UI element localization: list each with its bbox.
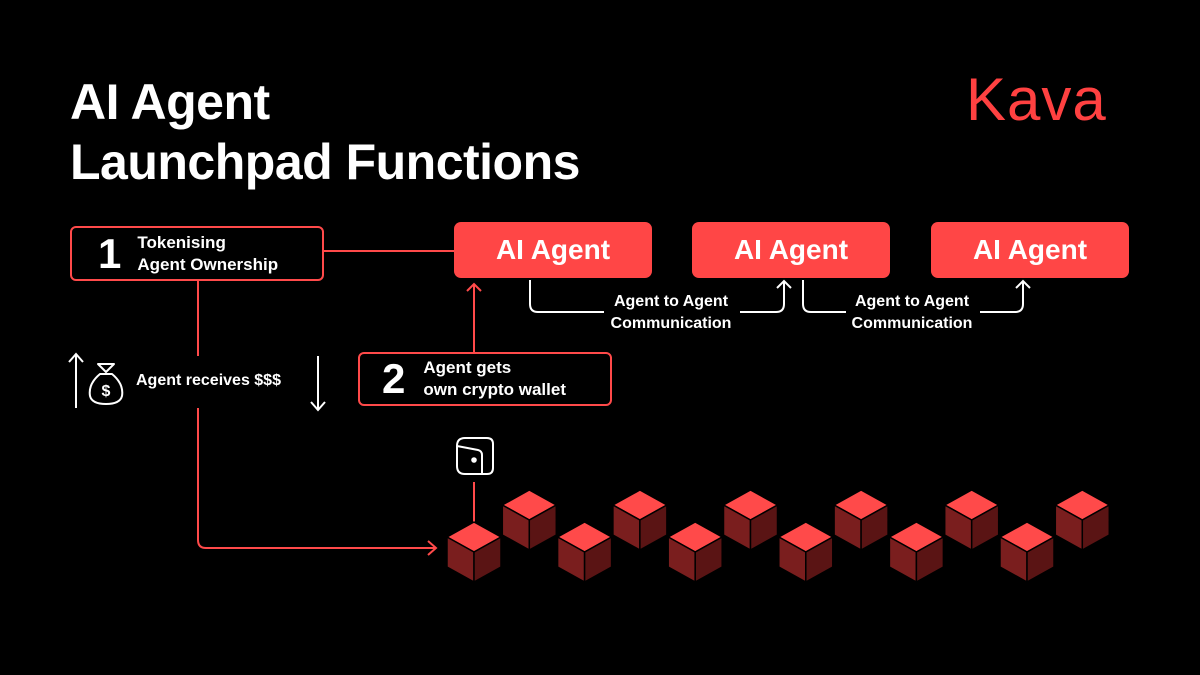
comm-label-1: Agent to Agent Communication [586,291,756,335]
blockchain-cube-icon [833,489,889,551]
arrowhead-comm-2 [1015,279,1031,289]
step-1-number: 1 [98,229,122,277]
blockchain-cube-icon [943,489,1000,551]
ai-agent-3: AI Agent [931,222,1129,278]
step-1-line-1: Tokenising [137,232,226,252]
ai-agent-1: AI Agent [454,222,652,278]
blockchain-cube-icon [888,521,945,583]
blockchain-cube-icon [556,521,613,583]
comm-line-1-right [740,282,785,313]
connector-step1-chain [197,281,436,549]
ai-agent-2: AI Agent [692,222,890,278]
blockchain-cube-icon [446,521,502,583]
wallet-icon [456,437,494,475]
comm-1-line-2: Communication [610,315,732,332]
arrow-up-icon [68,352,84,363]
step-1-tokenising: 1 Tokenising Agent Ownership [70,226,324,281]
kava-logo: Kava [966,66,1107,133]
blockchain-cube-icon [999,521,1055,583]
step-2-wallet: 2 Agent gets own crypto wallet [358,352,612,406]
comm-2-line-2: Communication [851,315,973,332]
receives-label: Agent receives $$$ [136,372,281,389]
arrowhead-comm-1 [776,279,792,289]
svg-text:$: $ [102,383,111,400]
comm-line-2-right [980,282,1024,313]
title-line-1: AI Agent [70,74,270,130]
title-line-2: Launchpad Functions [70,134,580,190]
step-2-line-2: own crypto wallet [423,380,566,399]
blockchain [446,489,1111,583]
money-bag-icon: $ [88,363,124,405]
blockchain-cube-icon [722,489,779,551]
step-2-label: Agent gets own crypto wallet [423,357,566,401]
comm-label-2: Agent to Agent Communication [827,291,997,335]
comm-line-2-left [802,280,846,313]
step-1-label: Tokenising Agent Ownership [137,232,278,276]
arrowhead-agent1 [466,282,482,292]
step-2-line-1: Agent gets [423,358,512,377]
blockchain-cube-icon [667,521,723,583]
step-1-line-2: Agent Ownership [137,254,279,274]
arrow-down-icon [310,401,326,412]
page-title: AI Agent Launchpad Functions [70,72,580,192]
step-2-number: 2 [382,355,406,402]
comm-line-1-left [529,280,604,313]
blockchain-cube-icon [612,489,668,551]
blockchain-cube-icon [1054,489,1111,551]
comm-2-line-1: Agent to Agent [854,293,970,310]
blockchain-cube-icon [778,521,834,583]
comm-1-line-1: Agent to Agent [613,293,729,310]
arrowhead-chain [427,540,438,556]
blockchain-cube-icon [501,489,558,551]
